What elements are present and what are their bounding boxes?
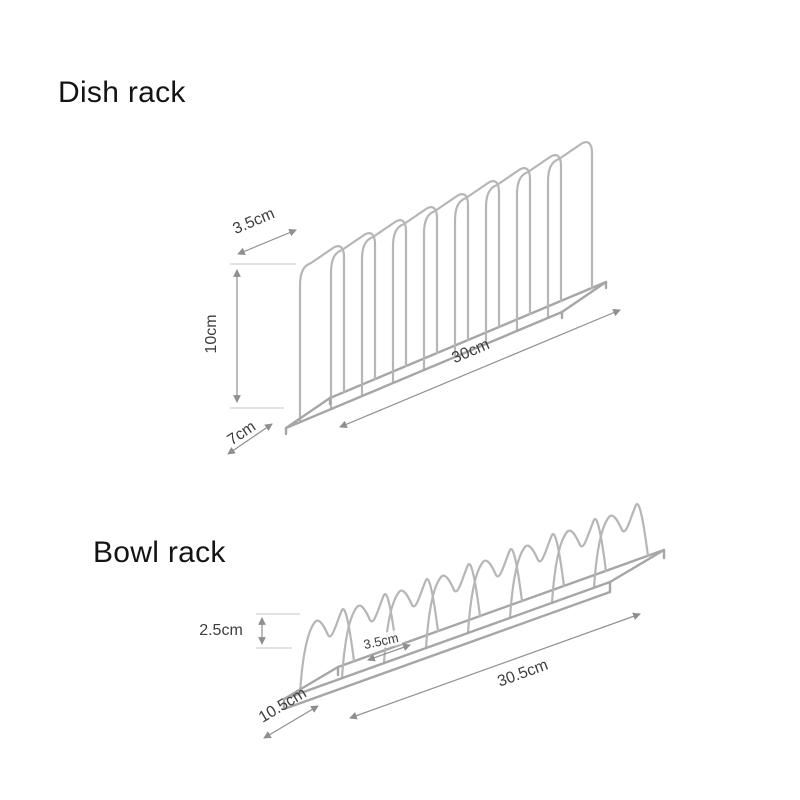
dish-dimension-lines — [227, 229, 621, 455]
dish-base-frame — [284, 280, 608, 436]
bowl-rack-title: Bowl rack — [93, 536, 226, 569]
dish-depth-dim-line — [227, 423, 273, 455]
bowl-depth-dim-line — [263, 705, 319, 739]
dish-rack-drawing — [227, 141, 621, 455]
dish-length-dim-line — [339, 309, 621, 428]
dish-dividers — [298, 141, 594, 424]
dish-height-label: 10cm — [203, 314, 220, 354]
dish-rack-illustration — [227, 141, 621, 455]
bowl-rack-drawing — [256, 502, 666, 739]
dish-spacing-dim-line — [237, 229, 297, 255]
bowl-length-dim-line — [349, 612, 641, 720]
bowl-rack-illustration — [256, 502, 666, 739]
bowl-dividers — [298, 502, 650, 695]
bowl-dimension-lines — [256, 612, 641, 739]
bowl-height-label: 2.5cm — [199, 622, 243, 639]
bowl-back-rail — [336, 548, 666, 669]
dish-rack-title: Dish rack — [58, 76, 186, 109]
